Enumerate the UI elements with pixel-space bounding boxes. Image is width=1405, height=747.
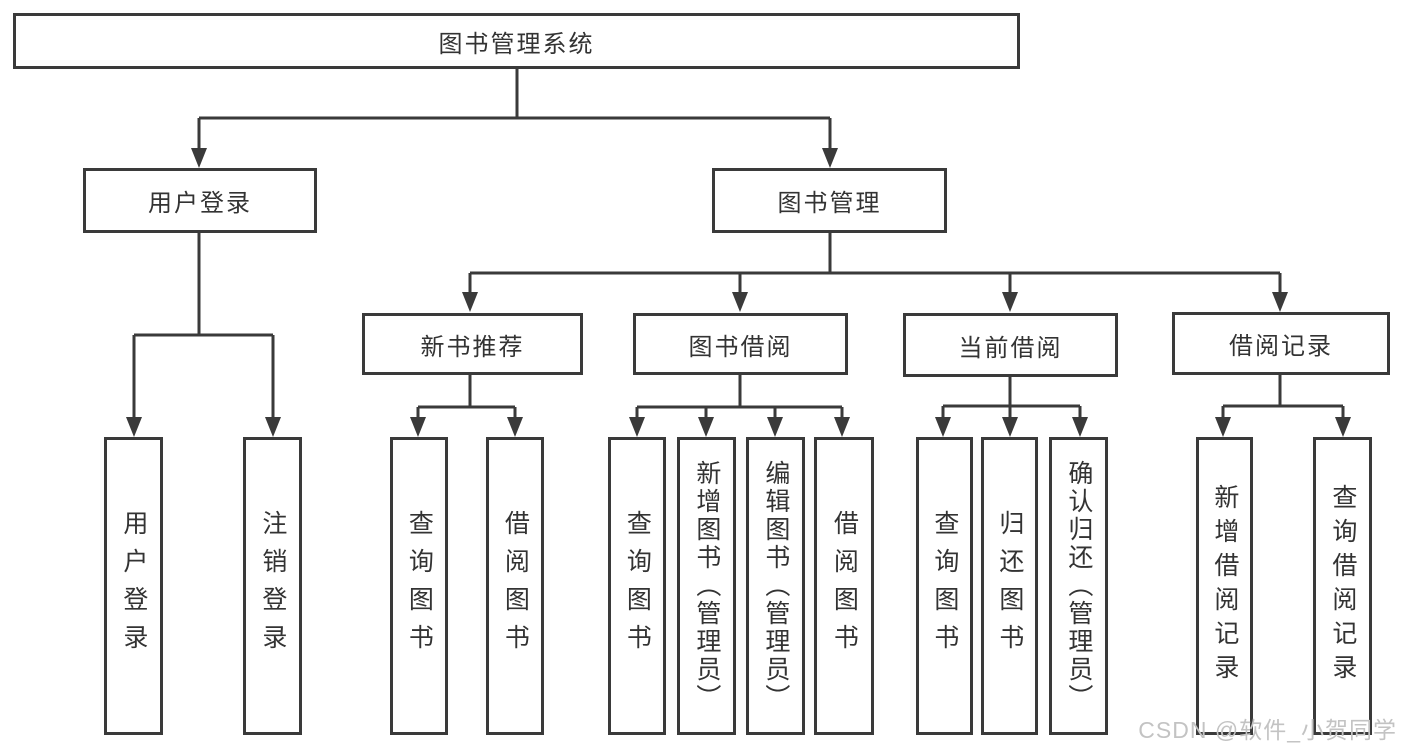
connector-current-borrow-children: [935, 377, 1088, 437]
node-book-borrowing: 图书借阅: [633, 313, 848, 375]
connector-root-to-level2: [191, 68, 838, 168]
leaf-edit-books-admin: 编辑图书（管理员）: [746, 437, 805, 735]
leaf-logout-login: 注销登录: [243, 437, 302, 735]
leaf-add-books-admin-label: 新增图书（管理员）: [692, 460, 721, 712]
connector-records-children: [1215, 375, 1351, 437]
leaf-borrow-books-recommend: 借阅图书: [486, 437, 544, 735]
node-new-book-recommendation: 新书推荐: [362, 313, 583, 375]
node-borrowing-records: 借阅记录: [1172, 312, 1390, 375]
leaf-user-login: 用户登录: [104, 437, 163, 735]
leaf-add-borrow-record-label: 新增借阅记录: [1210, 484, 1239, 688]
connector-book-borrow-children: [629, 375, 850, 437]
leaf-return-books: 归还图书: [981, 437, 1038, 735]
leaf-query-books-current: 查询图书: [916, 437, 973, 735]
leaf-query-borrow-record-label: 查询借阅记录: [1328, 484, 1357, 688]
leaf-confirm-return-admin-label: 确认归还（管理员）: [1064, 460, 1093, 712]
connector-user-login-children: [126, 233, 281, 437]
leaf-add-books-admin: 新增图书（管理员）: [677, 437, 736, 735]
leaf-query-books-recommend-label: 查询图书: [405, 510, 434, 662]
leaf-query-books-borrowing: 查询图书: [608, 437, 666, 735]
node-library-management-system: 图书管理系统: [13, 13, 1020, 69]
leaf-query-books-current-label: 查询图书: [930, 510, 959, 662]
leaf-logout-login-label: 注销登录: [258, 510, 287, 662]
leaf-borrow-books-borrowing: 借阅图书: [814, 437, 874, 735]
node-user-login: 用户登录: [83, 168, 317, 233]
leaf-user-login-label: 用户登录: [119, 510, 148, 662]
leaf-query-books-recommend: 查询图书: [390, 437, 448, 735]
leaf-borrow-books-recommend-label: 借阅图书: [501, 510, 530, 662]
leaf-query-books-borrowing-label: 查询图书: [623, 510, 652, 662]
node-book-management: 图书管理: [712, 168, 947, 233]
leaf-query-borrow-record: 查询借阅记录: [1313, 437, 1372, 735]
csdn-watermark: CSDN @软件_小贺同学: [1138, 717, 1397, 743]
connector-book-management-children: [462, 233, 1288, 312]
leaf-edit-books-admin-label: 编辑图书（管理员）: [761, 460, 790, 712]
leaf-borrow-books-borrowing-label: 借阅图书: [830, 510, 859, 662]
leaf-confirm-return-admin: 确认归还（管理员）: [1049, 437, 1108, 735]
node-current-borrowing: 当前借阅: [903, 313, 1118, 377]
leaf-return-books-label: 归还图书: [995, 510, 1024, 662]
connector-new-book-children: [410, 375, 523, 437]
leaf-add-borrow-record: 新增借阅记录: [1196, 437, 1253, 735]
